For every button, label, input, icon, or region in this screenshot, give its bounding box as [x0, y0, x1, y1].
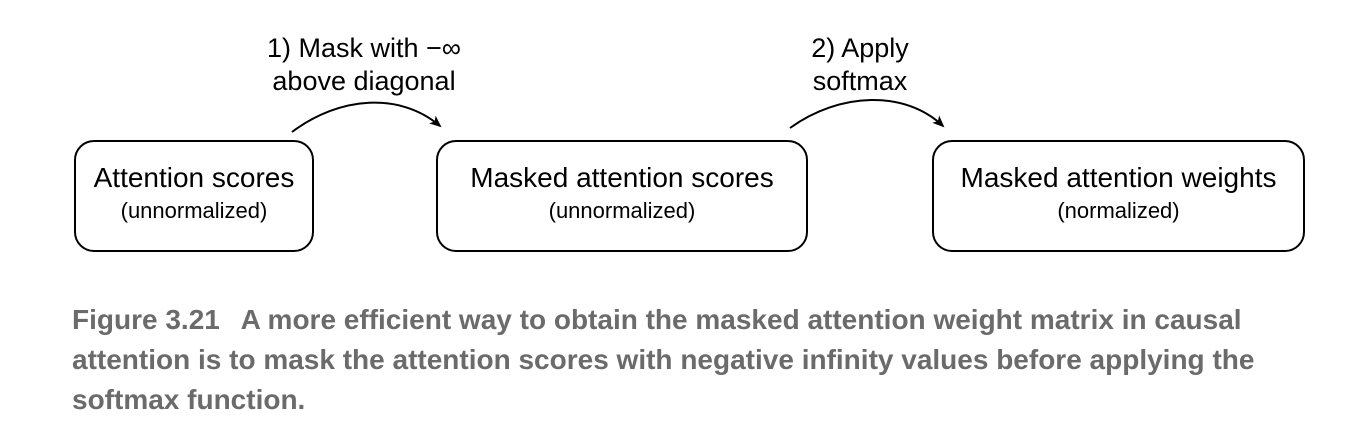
- figure-label: Figure 3.21: [72, 304, 220, 335]
- arrow-step-2: [789, 99, 945, 129]
- box-1-title: Attention scores: [93, 162, 295, 193]
- figure-caption: Figure 3.21 A more efficient way to obta…: [72, 300, 1312, 420]
- figure-caption-text: A more efficient way to obtain the maske…: [72, 304, 1255, 415]
- step-1-label: 1) Mask with −∞ above diagonal: [234, 32, 494, 98]
- box-3-subtitle: (normalized): [1057, 198, 1180, 223]
- step-2-line-2: softmax: [812, 66, 908, 96]
- step-1-line-2: above diagonal: [272, 66, 456, 96]
- attention-scores-box: Attention scores (unnormalized): [74, 140, 314, 252]
- arrow-step-1: [291, 101, 442, 133]
- step-2-label: 2) Apply softmax: [760, 32, 960, 98]
- box-3-title: Masked attention weights: [960, 162, 1277, 193]
- box-2-title: Masked attention scores: [470, 162, 774, 193]
- box-2-subtitle: (unnormalized): [548, 198, 696, 223]
- masked-attention-weights-box: Masked attention weights (normalized): [932, 140, 1305, 252]
- arrows-layer: [291, 99, 945, 133]
- box-1-subtitle: (unnormalized): [120, 198, 268, 223]
- masked-attention-scores-box: Masked attention scores (unnormalized): [436, 140, 808, 252]
- step-1-line-1: 1) Mask with −∞: [266, 33, 462, 63]
- step-2-line-1: 2) Apply: [811, 33, 909, 63]
- flow-diagram: 1) Mask with −∞ above diagonal 2) Apply …: [74, 32, 1305, 252]
